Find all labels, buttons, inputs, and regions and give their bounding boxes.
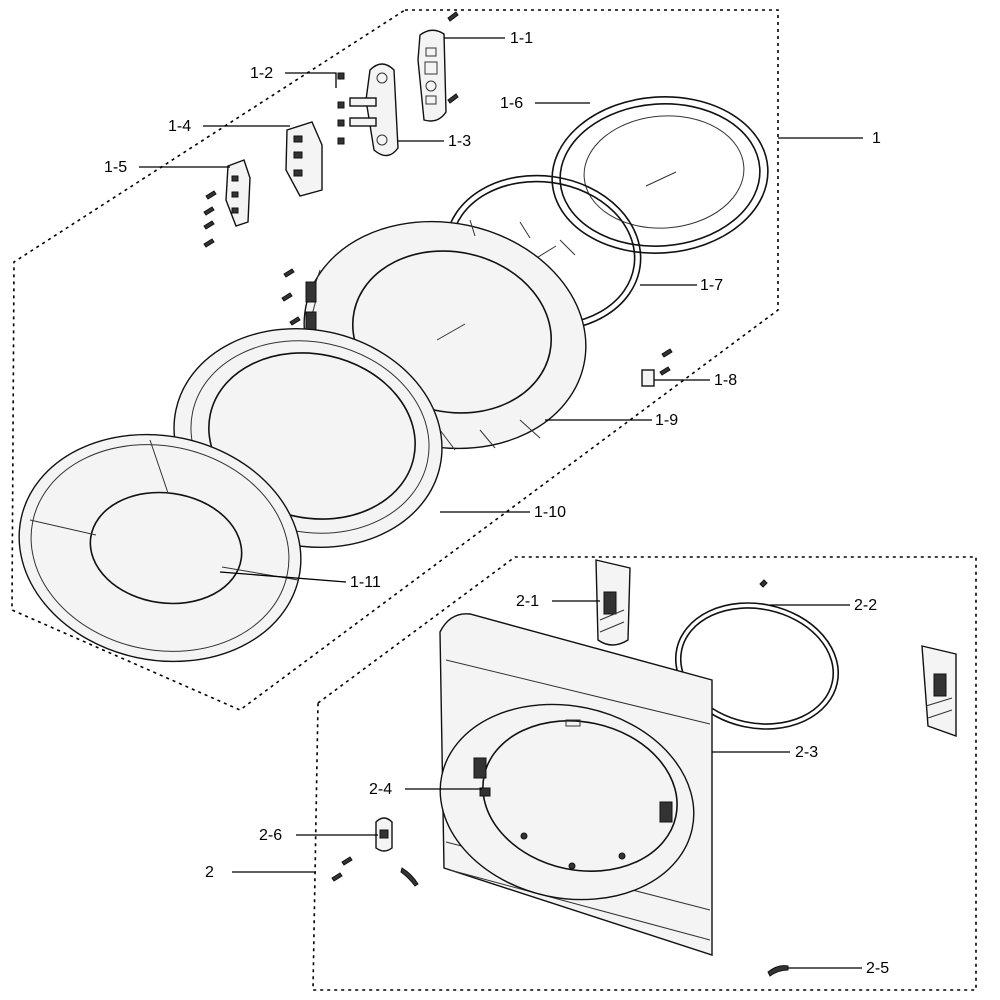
part-1-3-hinge[interactable] [349,63,399,157]
callout-2-2: 2-2 [854,597,877,614]
callout-1-9: 1-9 [655,412,678,429]
part-1-8-small-switch[interactable] [641,348,673,387]
callout-2-1: 2-1 [516,593,539,610]
part-1-4-door-lock[interactable] [285,121,323,197]
part-1-1-hinge-cover[interactable] [417,29,447,122]
group-1-boundary [11,9,779,711]
part-1-6-door-glass[interactable] [547,90,773,261]
part-2-6-small-part[interactable] [375,817,393,852]
callout-2-5: 2-5 [866,960,889,977]
callout-1-11: 1-11 [350,574,381,591]
part-2-2-ring[interactable] [664,579,850,744]
part-1-2-screws[interactable] [337,72,345,145]
callout-1-8: 1-8 [714,372,737,389]
callout-2-4: 2-4 [369,781,392,798]
screw-icon [203,190,217,248]
callout-2-6: 2-6 [259,827,282,844]
screw-icon [331,856,419,887]
leader-lines [139,37,863,969]
callout-1-6: 1-6 [500,95,523,112]
callout-2: 2 [205,864,214,881]
screw-icon [447,11,459,104]
part-1-5-handle-block[interactable] [225,159,251,227]
callout-1-4: 1-4 [168,118,191,135]
part-2-3-front-panel[interactable] [422,613,713,956]
part-2-5-clip[interactable] [767,965,789,977]
screw-icon [281,268,301,326]
part-right-bracket[interactable] [921,645,957,737]
callout-1-5: 1-5 [104,159,127,176]
callout-2-3: 2-3 [795,744,818,761]
callout-1: 1 [872,130,881,147]
part-2-1-hinge-bracket[interactable] [595,559,631,646]
part-1-11-door-cover[interactable] [0,409,322,687]
callout-1-1: 1-1 [510,30,533,47]
callout-1-10: 1-10 [534,504,566,521]
group-2-boundary [312,556,977,991]
callout-1-2: 1-2 [250,65,273,82]
callout-1-3: 1-3 [448,133,471,150]
callout-1-7: 1-7 [700,277,723,294]
